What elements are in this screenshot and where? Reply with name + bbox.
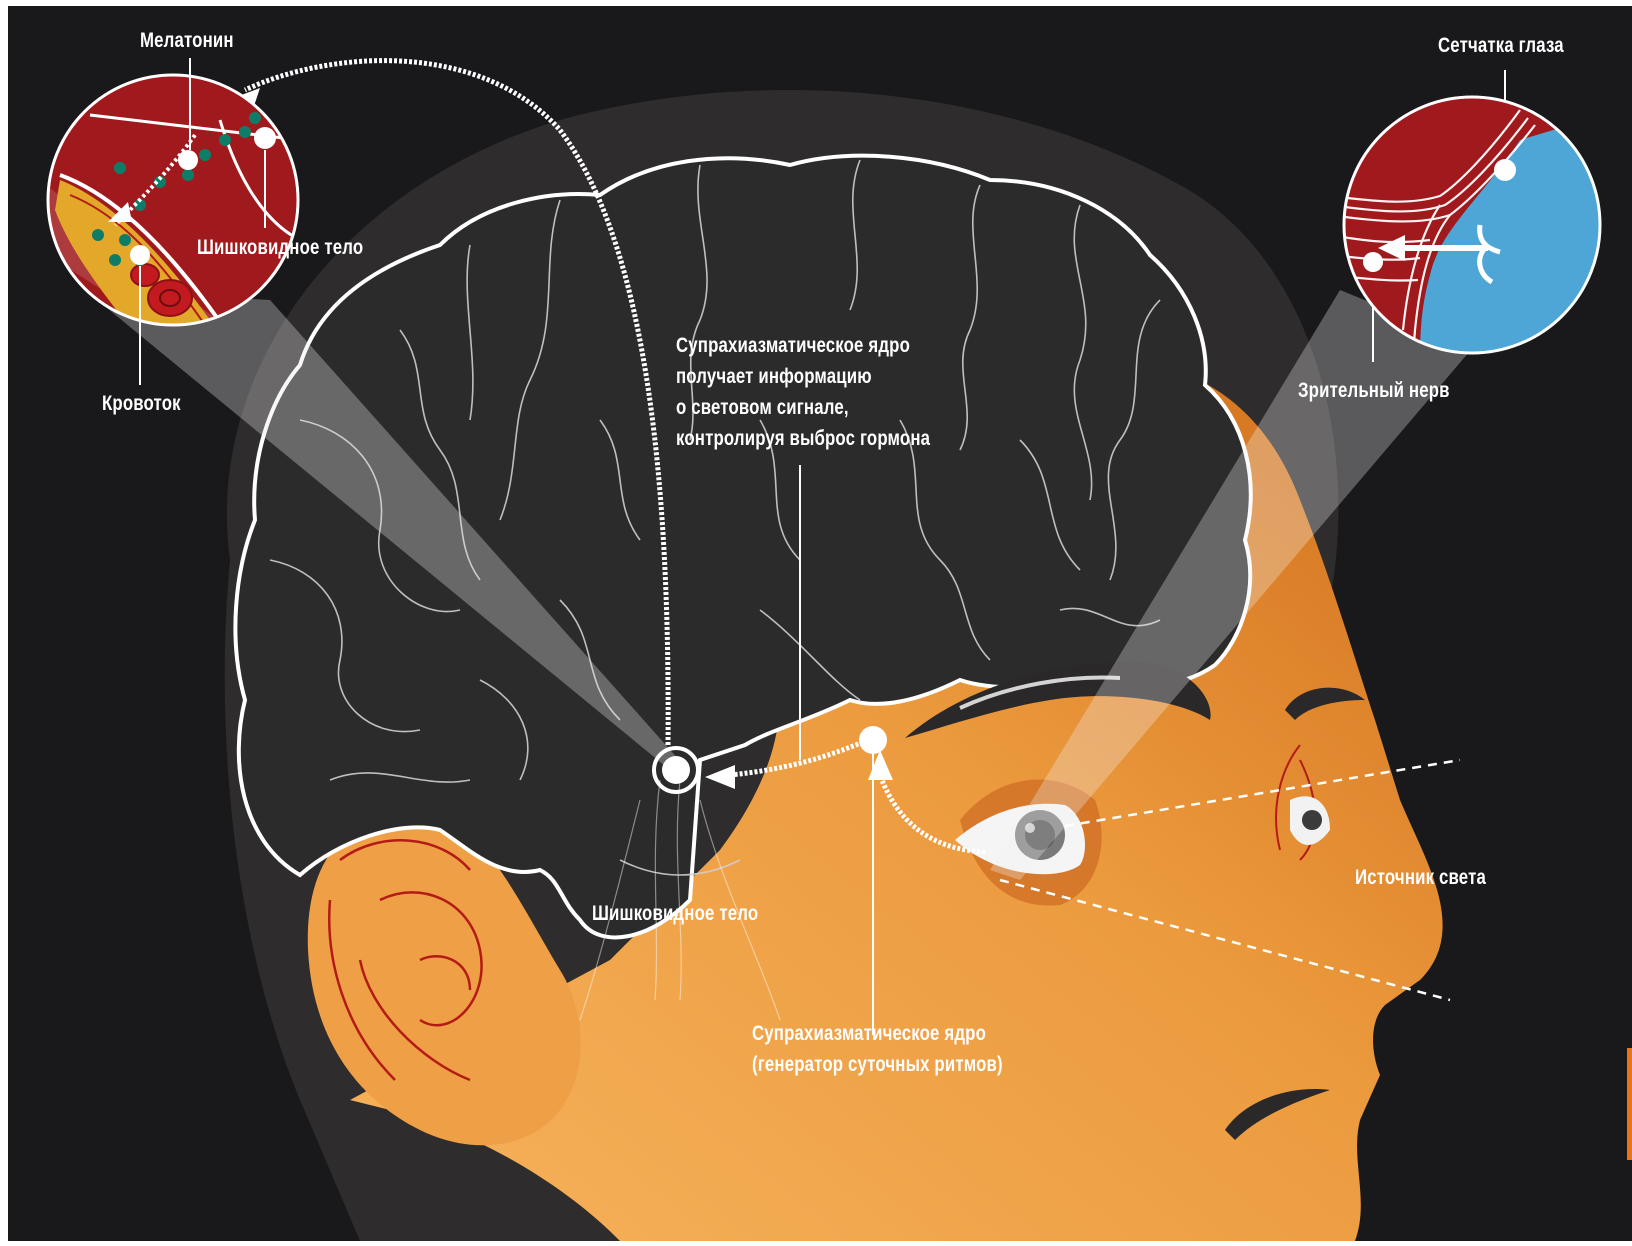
scn-main-label: Супрахиазматическое ядро (генератор суто…	[752, 1018, 1065, 1080]
accent-bar	[1627, 1048, 1632, 1160]
scn-info-line: контролируя выброс гормона	[676, 423, 930, 454]
blood-flow-label: Кровоток	[102, 388, 181, 419]
retina-label: Сетчатка глаза	[1438, 30, 1564, 61]
scn-node	[859, 726, 887, 754]
scn-main-line: (генератор суточных ритмов)	[752, 1049, 1003, 1080]
scn-info-line: получает информацию	[676, 361, 930, 392]
node-dot-icon	[662, 756, 690, 784]
pineal-main-label: Шишковидное тело	[592, 898, 758, 929]
melatonin-label: Мелатонин	[140, 25, 234, 56]
red-blood-cell	[148, 280, 192, 316]
pineal-inset-label: Шишковидное тело	[197, 232, 363, 263]
scn-main-line: Супрахиазматическое ядро	[752, 1018, 1003, 1049]
scn-info-label: Супрахиазматическое ядро получает информ…	[676, 330, 994, 454]
optic-nerve-label: Зрительный нерв	[1298, 375, 1450, 406]
scn-info-line: о световом сигнале,	[676, 392, 930, 423]
light-source-label: Источник света	[1355, 862, 1486, 893]
scn-info-line: Супрахиазматическое ядро	[676, 330, 930, 361]
